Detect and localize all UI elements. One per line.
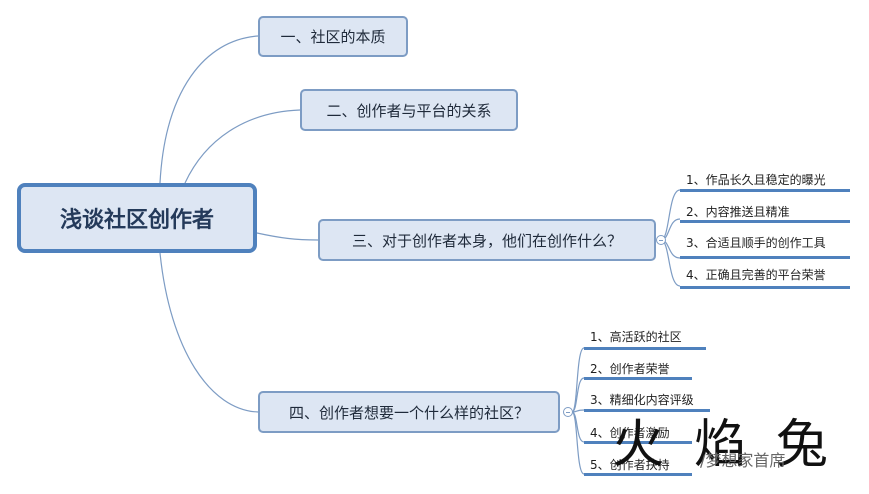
branch-node-1[interactable]: 一、社区的本质	[258, 16, 408, 57]
collapse-toggle-icon[interactable]	[656, 235, 666, 245]
leaf-node-3-2[interactable]: 2、内容推送且精准	[686, 205, 790, 219]
branch-node-3[interactable]: 三、对于创作者本身，他们在创作什么？	[318, 219, 656, 261]
leaf-node-4-4[interactable]: 4、创作者激励	[590, 426, 670, 440]
branch-node-2[interactable]: 二、创作者与平台的关系	[300, 89, 518, 131]
leaf-underline	[680, 220, 850, 223]
leaf-node-4-5[interactable]: 5、创作者扶持	[590, 458, 670, 472]
link-root-branch1	[159, 35, 259, 184]
leaf-underline	[680, 286, 850, 289]
link-b4-leaf2	[571, 377, 585, 413]
leaf-underline	[584, 377, 692, 380]
leaf-node-4-2[interactable]: 2、创作者荣誉	[590, 362, 670, 376]
leaf-underline	[680, 256, 850, 259]
root-node[interactable]: 浅谈社区创作者	[17, 183, 257, 253]
branch-node-4[interactable]: 四、创作者想要一个什么样的社区？	[258, 391, 560, 433]
leaf-underline	[584, 347, 706, 350]
leaf-node-3-4[interactable]: 4、正确且完善的平台荣誉	[686, 268, 826, 282]
link-b4-leaf1	[571, 347, 585, 413]
link-root-branch4	[159, 252, 259, 413]
leaf-node-3-1[interactable]: 1、作品长久且稳定的曝光	[686, 173, 826, 187]
collapse-toggle-icon[interactable]	[563, 407, 573, 417]
link-b4-leaf5	[571, 411, 585, 475]
leaf-node-3-3[interactable]: 3、合适且顺手的创作工具	[686, 236, 826, 250]
leaf-underline	[584, 473, 692, 476]
link-b3-leaf4	[660, 239, 681, 287]
watermark-logo-text: 火焰兔	[612, 415, 859, 475]
leaf-underline	[584, 441, 692, 444]
leaf-node-4-1[interactable]: 1、高活跃的社区	[590, 330, 682, 344]
link-b3-leaf1	[660, 189, 681, 241]
leaf-node-4-3[interactable]: 3、精细化内容评级	[590, 393, 694, 407]
watermark-caption: /梦想家首席	[700, 451, 786, 470]
leaf-underline	[680, 189, 850, 192]
link-root-branch2	[184, 109, 301, 184]
leaf-underline	[584, 409, 710, 412]
link-root-branch3	[256, 232, 319, 241]
